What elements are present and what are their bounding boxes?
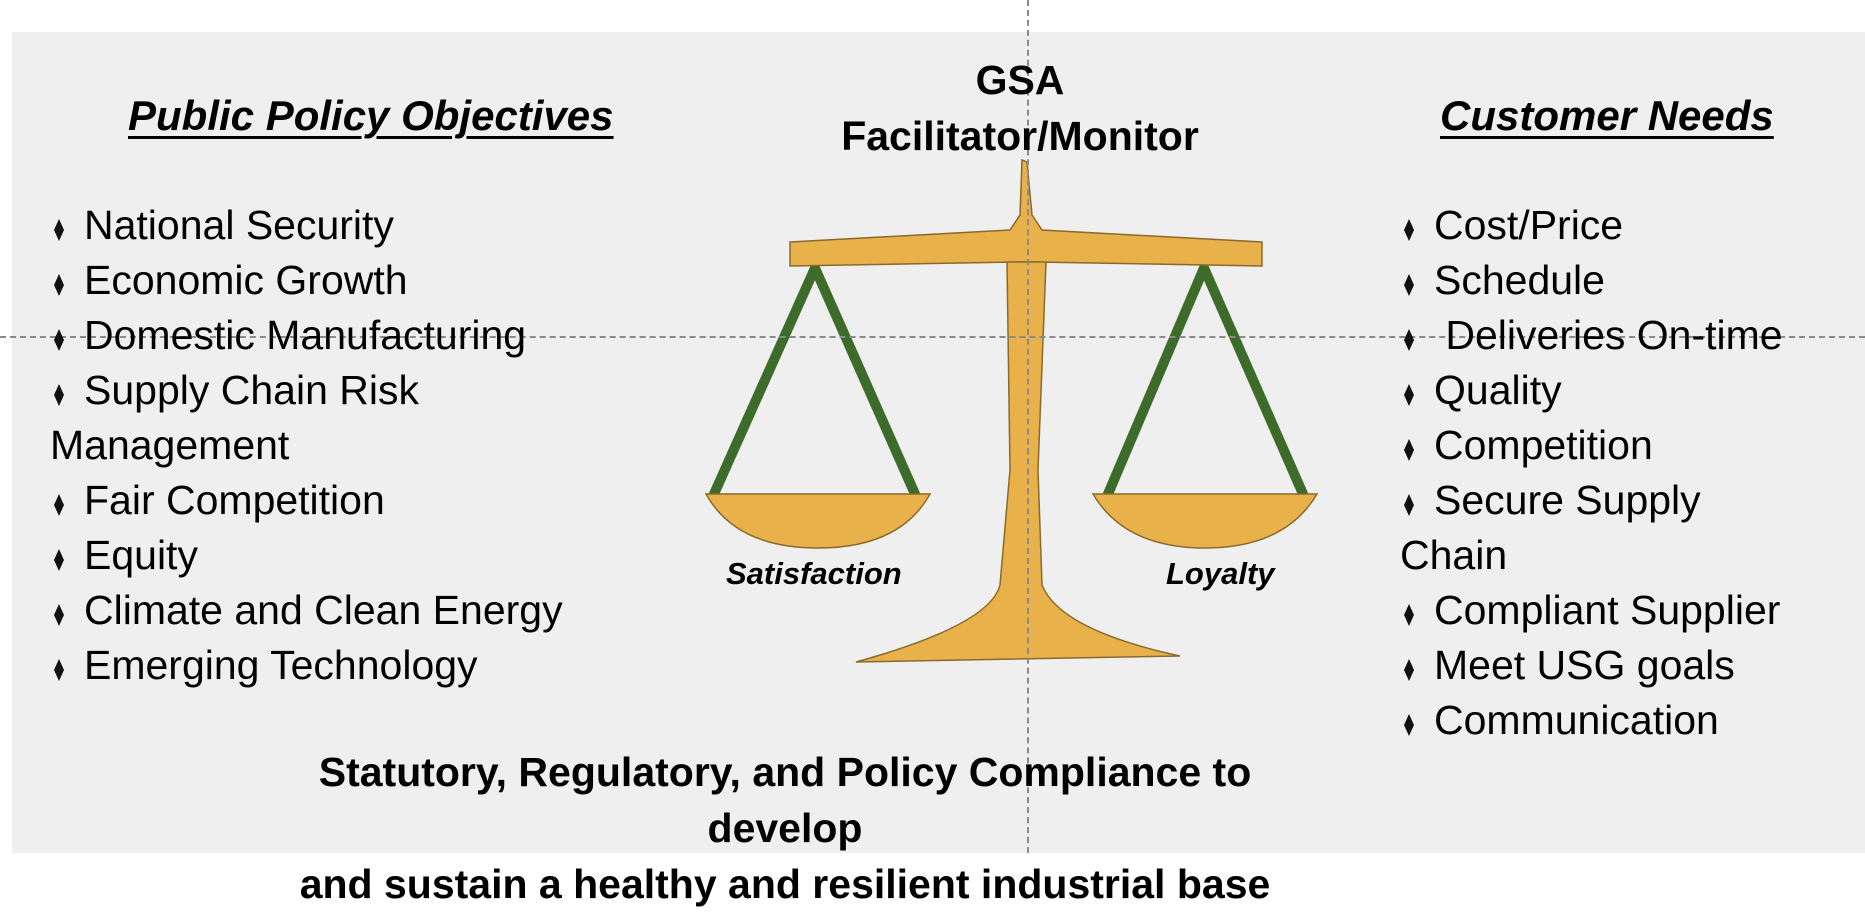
- left-pan-chain-inner: [810, 263, 920, 499]
- diamond-bullet-icon: [54, 329, 64, 351]
- list-item: Emerging Technology: [50, 638, 563, 693]
- footer-statement: Statutory, Regulatory, and Policy Compli…: [250, 744, 1320, 912]
- left-heading: Public Policy Objectives: [128, 92, 614, 139]
- diamond-bullet-icon: [1404, 494, 1414, 516]
- scale-pillar: [855, 261, 1181, 663]
- list-item: Schedule: [1400, 253, 1783, 308]
- list-item: Secure Supply: [1400, 473, 1783, 528]
- left-objectives-list: National Security Economic Growth Domest…: [50, 198, 563, 693]
- list-item: Communication: [1400, 693, 1783, 748]
- list-item: Fair Competition: [50, 473, 563, 528]
- diamond-bullet-icon: [1404, 274, 1414, 296]
- list-item: National Security: [50, 198, 563, 253]
- diamond-bullet-icon: [54, 219, 64, 241]
- left-pan-label: Satisfaction: [726, 556, 902, 591]
- footer-line2: and sustain a healthy and resilient indu…: [299, 861, 1271, 907]
- diamond-bullet-icon: [54, 274, 64, 296]
- diamond-bullet-icon: [54, 494, 64, 516]
- right-pan-label: Loyalty: [1166, 556, 1275, 591]
- left-pan-chain-outer: [709, 263, 820, 499]
- diamond-bullet-icon: [1404, 604, 1414, 626]
- list-item: Quality: [1400, 363, 1783, 418]
- list-item: Competition: [1400, 418, 1783, 473]
- right-heading: Customer Needs: [1440, 92, 1774, 139]
- list-item: Climate and Clean Energy: [50, 583, 563, 638]
- diamond-bullet-icon: [54, 659, 64, 681]
- diamond-bullet-icon: [1404, 439, 1414, 461]
- diamond-bullet-icon: [1404, 219, 1414, 241]
- vertical-guide-line: [1027, 0, 1029, 853]
- center-title-line1: GSA: [975, 57, 1065, 103]
- list-item: Equity: [50, 528, 563, 583]
- list-item: Cost/Price: [1400, 198, 1783, 253]
- list-item: Supply Chain Risk: [50, 363, 563, 418]
- right-pan-chain-inner: [1103, 263, 1209, 499]
- balance-scale-illustration: [704, 158, 1319, 663]
- list-item: Economic Growth: [50, 253, 563, 308]
- center-title: GSA Facilitator/Monitor: [770, 52, 1270, 164]
- scale-crossbeam: [789, 158, 1263, 267]
- diagram-panel: [12, 32, 1865, 853]
- list-item: Meet USG goals: [1400, 638, 1783, 693]
- right-needs-list: Cost/Price Schedule Deliveries On-time Q…: [1400, 198, 1783, 748]
- center-title-line2: Facilitator/Monitor: [841, 113, 1199, 159]
- diamond-bullet-icon: [1404, 659, 1414, 681]
- list-item-continuation: Management: [50, 422, 290, 468]
- right-pan-chain-outer: [1199, 263, 1308, 499]
- list-item: Compliant Supplier: [1400, 583, 1783, 638]
- list-item-continuation: Chain: [1400, 532, 1508, 578]
- diamond-bullet-icon: [1404, 714, 1414, 736]
- diamond-bullet-icon: [54, 549, 64, 571]
- left-pan: [704, 493, 932, 549]
- list-item: Deliveries On-time: [1400, 308, 1783, 363]
- diamond-bullet-icon: [54, 384, 64, 406]
- right-pan: [1091, 493, 1319, 549]
- diamond-bullet-icon: [1404, 384, 1414, 406]
- horizontal-guide-line: [0, 336, 1865, 338]
- list-item: Domestic Manufacturing: [50, 308, 563, 363]
- footer-line1: Statutory, Regulatory, and Policy Compli…: [318, 749, 1252, 851]
- diamond-bullet-icon: [1404, 329, 1414, 351]
- diamond-bullet-icon: [54, 604, 64, 626]
